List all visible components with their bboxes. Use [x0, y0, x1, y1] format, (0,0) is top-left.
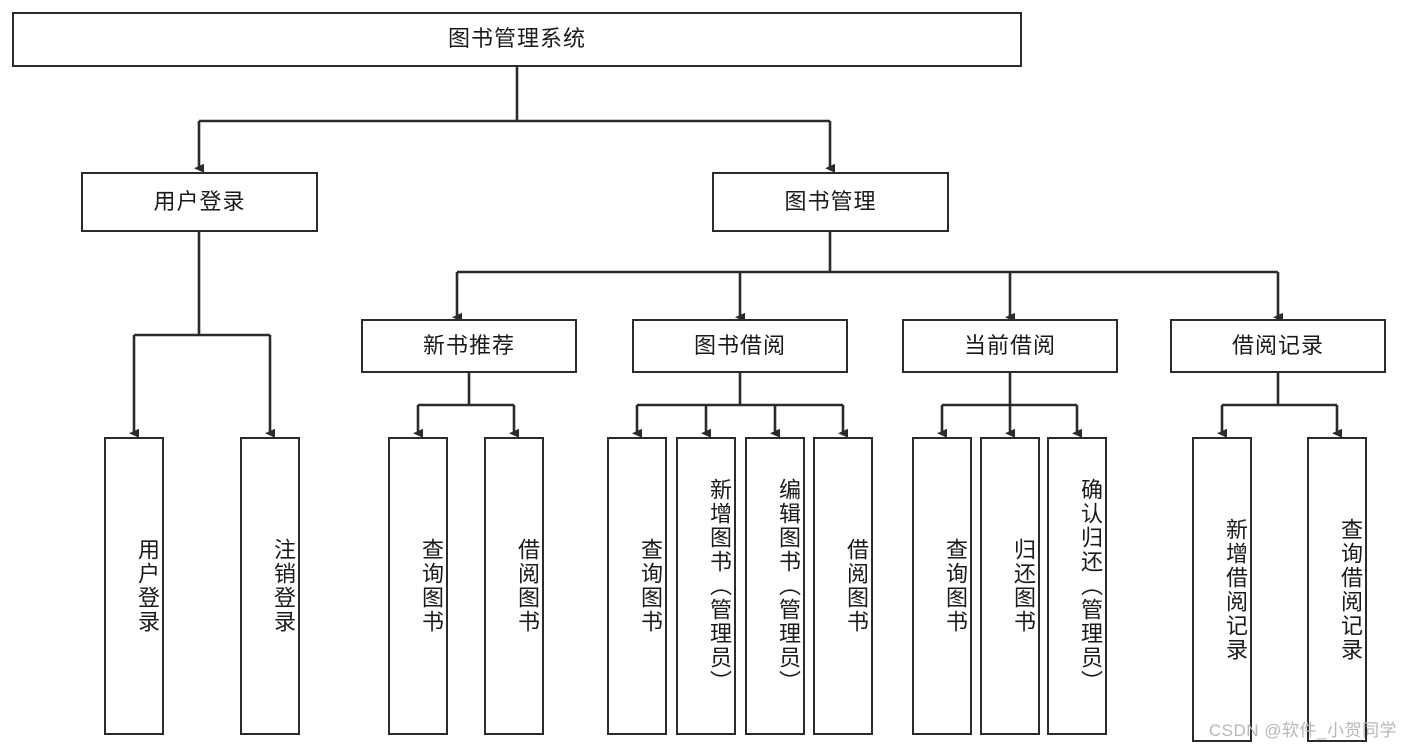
- node-book-borrow-label: 图书借阅: [693, 332, 786, 358]
- node-leaf-user-login-0[interactable]: 用户登录: [104, 437, 164, 735]
- node-book-borrow[interactable]: 图书借阅: [632, 319, 848, 373]
- node-root-label: 图书管理系统: [447, 26, 586, 52]
- node-leaf-label: 编辑图书（管理员）: [776, 478, 801, 694]
- node-leaf-book-borrow-3[interactable]: 借阅图书: [813, 437, 873, 735]
- node-leaf-current-borrow-0[interactable]: 查询图书: [912, 437, 972, 735]
- node-leaf-current-borrow-1[interactable]: 归还图书: [980, 437, 1040, 735]
- node-leaf-label: 新增借阅记录: [1223, 517, 1248, 662]
- node-leaf-new-book-1[interactable]: 借阅图书: [484, 437, 544, 735]
- node-new-book-recommend-label: 新书推荐: [422, 332, 515, 358]
- node-book-manage-label: 图书管理: [784, 188, 877, 214]
- node-leaf-label: 查询图书: [419, 538, 444, 634]
- node-leaf-user-login-1[interactable]: 注销登录: [240, 437, 300, 735]
- node-root[interactable]: 图书管理系统: [12, 12, 1022, 67]
- node-leaf-book-borrow-2[interactable]: 编辑图书（管理员）: [745, 437, 805, 735]
- node-leaf-current-borrow-2[interactable]: 确认归还（管理员）: [1047, 437, 1107, 735]
- node-leaf-borrow-record-1[interactable]: 查询借阅记录: [1307, 437, 1367, 742]
- node-leaf-new-book-0[interactable]: 查询图书: [388, 437, 448, 735]
- node-leaf-borrow-record-0[interactable]: 新增借阅记录: [1192, 437, 1252, 742]
- watermark: CSDN @软件_小贺同学: [1208, 721, 1397, 740]
- node-user-login-label: 用户登录: [153, 188, 246, 214]
- node-new-book-recommend[interactable]: 新书推荐: [361, 319, 577, 373]
- node-leaf-label: 借阅图书: [844, 538, 869, 634]
- node-user-login[interactable]: 用户登录: [81, 172, 318, 232]
- node-leaf-label: 查询图书: [638, 538, 663, 634]
- node-leaf-label: 注销登录: [271, 538, 296, 634]
- node-leaf-book-borrow-0[interactable]: 查询图书: [607, 437, 667, 735]
- node-borrow-record[interactable]: 借阅记录: [1170, 319, 1386, 373]
- node-current-borrow-label: 当前借阅: [963, 332, 1056, 358]
- node-leaf-label: 查询图书: [943, 538, 968, 634]
- node-leaf-label: 确认归还（管理员）: [1078, 478, 1103, 694]
- node-leaf-label: 归还图书: [1011, 538, 1036, 634]
- node-borrow-record-label: 借阅记录: [1231, 332, 1324, 358]
- node-current-borrow[interactable]: 当前借阅: [902, 319, 1118, 373]
- node-leaf-label: 借阅图书: [515, 538, 540, 634]
- node-leaf-book-borrow-1[interactable]: 新增图书（管理员）: [676, 437, 736, 735]
- node-book-manage[interactable]: 图书管理: [712, 172, 949, 232]
- node-leaf-label: 查询借阅记录: [1338, 517, 1363, 662]
- node-leaf-label: 新增图书（管理员）: [707, 478, 732, 694]
- node-leaf-label: 用户登录: [135, 538, 160, 634]
